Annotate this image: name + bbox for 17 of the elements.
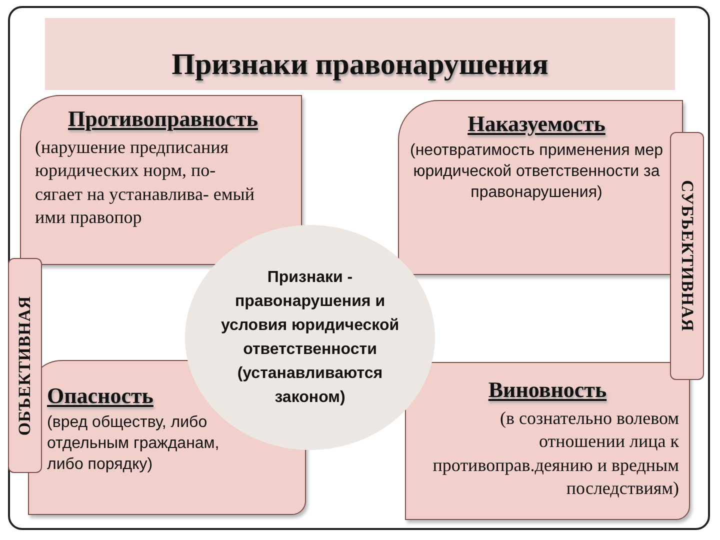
feature-card <box>398 100 683 275</box>
title: Признаки правонарушения <box>172 48 548 82</box>
card-heading: Противоправность <box>68 106 258 132</box>
side-band <box>8 258 42 473</box>
feature-card <box>405 362 690 520</box>
band-label: СУБЪЕКТИВНАЯ <box>677 180 697 332</box>
card-heading: Наказуемость <box>468 111 606 137</box>
card-description: (в сознательно волевом отношении лица к противоправ.деянию и вредным последствиям) <box>432 407 679 500</box>
card-description: (вред обществу, либо отдельным гражданам, либо порядку) <box>47 413 220 475</box>
oval-text: Признаки - правонарушения и условия юридической ответственности (устанавливаются законом) <box>220 268 400 408</box>
card-description: (неотвратимость применения мер юридической ответственности за правонарушения) <box>409 141 664 203</box>
side-band <box>670 132 704 380</box>
card-heading: Опасность <box>47 383 154 409</box>
feature-card <box>20 95 302 265</box>
card-heading: Виновность <box>488 377 607 403</box>
card-description: (нарушение предписания юридических норм, по- сягает на устанавлива- емый ими правопор <box>35 136 256 230</box>
band-label: ОБЪЕКТИВНАЯ <box>15 296 35 436</box>
